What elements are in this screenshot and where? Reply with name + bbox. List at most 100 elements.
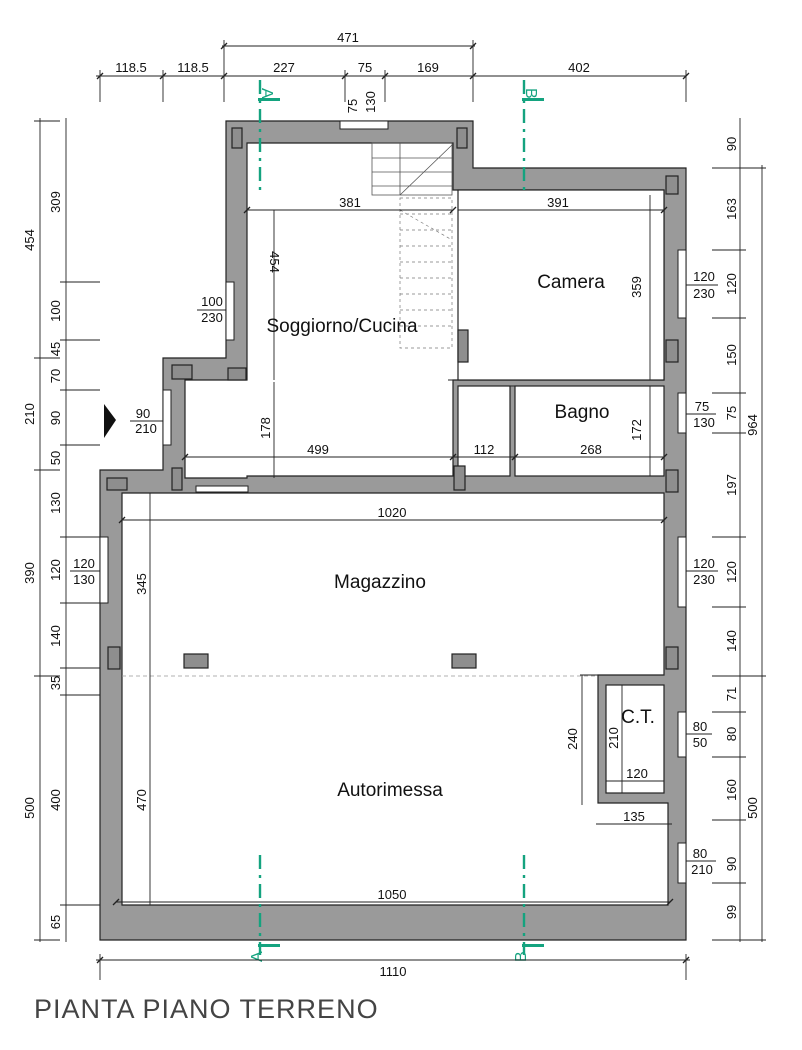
- dim-v-345: 345: [134, 573, 149, 595]
- interior-hall: [457, 385, 511, 477]
- dim-right-500: 500: [745, 797, 760, 819]
- section-a-bottom: A: [249, 951, 266, 962]
- dim-268: 268: [580, 442, 602, 457]
- dim-right-964: 964: [745, 414, 760, 436]
- room-labels: Soggiorno/Cucina Camera Bagno Magazzino …: [266, 272, 654, 801]
- opening-bagno: 75 130: [686, 399, 716, 430]
- windows: [99, 120, 687, 884]
- dim-right-71: 71: [724, 687, 739, 701]
- svg-text:120: 120: [693, 269, 715, 284]
- dim-right-120a: 120: [724, 273, 739, 295]
- opening-magazzino-left: 120 130: [70, 556, 100, 587]
- dim-left-120: 120: [48, 559, 63, 581]
- opening-labels: 100 230 90 210 120 130 120 230 75 130 12…: [70, 269, 718, 877]
- room-bagno: Bagno: [555, 402, 610, 423]
- dim-left-130: 130: [48, 492, 63, 514]
- dim-112: 112: [474, 442, 495, 457]
- svg-text:90: 90: [136, 406, 150, 421]
- dim-left-500: 500: [22, 797, 37, 819]
- dim-135: 135: [623, 809, 645, 824]
- svg-text:120: 120: [693, 556, 715, 571]
- stairs: [371, 142, 453, 349]
- dim-v-470: 470: [134, 789, 149, 811]
- dim-bottom-total: 1110: [380, 964, 407, 979]
- dim-left-140: 140: [48, 625, 63, 647]
- dim-right-150: 150: [724, 344, 739, 366]
- dimension-labels: 471 118.5 118.5 227 75 169 402 75 130 11…: [22, 30, 760, 979]
- room-ct: C.T.: [621, 707, 655, 728]
- section-b-bottom: B: [513, 951, 530, 962]
- opening-ct: 80 50: [686, 719, 712, 750]
- opening-soggiorno: 100 230: [197, 294, 226, 325]
- dim-top-4: 75: [358, 60, 372, 75]
- opening-entry: 90 210: [130, 406, 163, 436]
- svg-text:130: 130: [73, 572, 95, 587]
- svg-text:230: 230: [201, 310, 223, 325]
- dim-left-400: 400: [48, 789, 63, 811]
- dim-v-359: 359: [629, 276, 644, 298]
- svg-text:210: 210: [691, 862, 713, 877]
- dim-v-210: 210: [606, 727, 621, 749]
- dim-381: 381: [339, 195, 361, 210]
- dim-left-390: 390: [22, 562, 37, 584]
- section-a-top: A: [258, 88, 275, 99]
- dim-right-163: 163: [724, 198, 739, 220]
- dim-top-3: 227: [273, 60, 295, 75]
- dim-top-6: 402: [568, 60, 590, 75]
- room-camera: Camera: [537, 272, 605, 293]
- interior-camera: [457, 189, 665, 381]
- interior-bagno: [514, 385, 665, 477]
- svg-text:100: 100: [201, 294, 223, 309]
- interior-ct: [605, 684, 665, 794]
- plan-title: PIANTA PIANO TERRENO: [34, 994, 379, 1024]
- svg-text:75: 75: [695, 399, 709, 414]
- dim-left-100: 100: [48, 300, 63, 322]
- dim-right-99: 99: [724, 905, 739, 919]
- dim-left-35: 35: [48, 676, 63, 690]
- room-soggiorno: Soggiorno/Cucina: [266, 316, 417, 337]
- dim-right-160: 160: [724, 779, 739, 801]
- dim-left-309: 309: [48, 191, 63, 213]
- dim-right-90: 90: [724, 137, 739, 151]
- dim-left-90: 90: [48, 411, 63, 425]
- dim-right-80: 80: [724, 727, 739, 741]
- dim-left-45: 45: [48, 342, 63, 356]
- opening-camera: 120 230: [686, 269, 718, 301]
- dim-left-50: 50: [48, 451, 63, 465]
- svg-text:230: 230: [693, 286, 715, 301]
- svg-text:50: 50: [693, 735, 707, 750]
- dim-top-5: 169: [417, 60, 439, 75]
- dim-1050: 1050: [378, 887, 407, 902]
- dim-top-win-w: 75: [345, 99, 360, 113]
- dim-right-197: 197: [724, 474, 739, 496]
- opening-autorimessa: 80 210: [686, 846, 716, 877]
- dim-v-178: 178: [258, 417, 273, 439]
- room-autorimessa: Autorimessa: [337, 780, 443, 801]
- section-lines: A B A B: [249, 80, 544, 962]
- entrance-arrow-icon: [104, 404, 116, 438]
- dim-top-win-h: 130: [363, 91, 378, 113]
- section-b-top: B: [522, 88, 539, 99]
- dim-v-172: 172: [629, 419, 644, 441]
- dim-right-140: 140: [724, 630, 739, 652]
- dim-top-2: 118.5: [177, 60, 209, 75]
- dim-v-240: 240: [565, 728, 580, 750]
- svg-text:120: 120: [73, 556, 95, 571]
- svg-text:130: 130: [693, 415, 715, 430]
- dim-left-70: 70: [48, 369, 63, 383]
- dim-right-75: 75: [724, 406, 739, 420]
- dim-top-total: 471: [337, 30, 359, 45]
- dim-left-65: 65: [48, 915, 63, 929]
- walls: [99, 120, 687, 941]
- door-markers: [104, 379, 598, 676]
- svg-text:230: 230: [693, 572, 715, 587]
- dim-left-210: 210: [22, 403, 37, 425]
- svg-text:80: 80: [693, 846, 707, 861]
- dim-499: 499: [307, 442, 329, 457]
- dimension-lines: [34, 40, 766, 980]
- dim-120: 120: [626, 766, 648, 781]
- dim-391: 391: [547, 195, 569, 210]
- svg-text:80: 80: [693, 719, 707, 734]
- dim-v-454: 454: [267, 251, 282, 273]
